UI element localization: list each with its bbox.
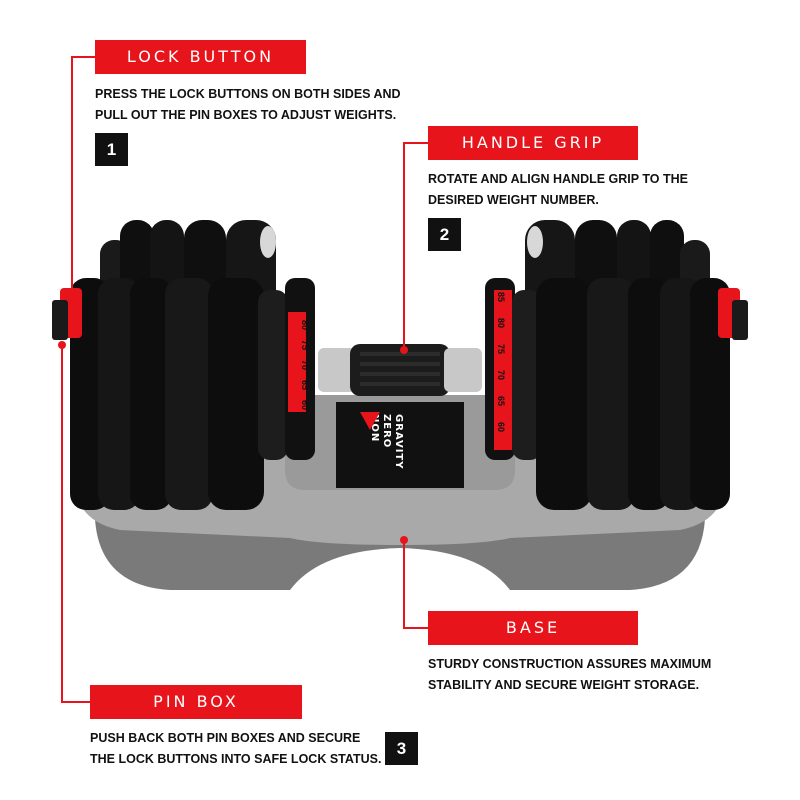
dial-left-3: 70 [300, 360, 310, 370]
base-line [403, 540, 428, 629]
pin-box-label: PIN BOX [90, 685, 302, 719]
dial-left-2: 75 [300, 340, 310, 350]
handle-collar-left [318, 348, 356, 392]
base-description: STURDY CONSTRUCTION ASSURES MAXIMUM STAB… [428, 654, 768, 696]
pin-box-desc-line-2: THE LOCK BUTTONS INTO SAFE LOCK STATUS. [90, 752, 382, 766]
left-dial-numbers [288, 312, 306, 412]
handle-collar-right [444, 348, 482, 392]
base-desc-line-2: STABILITY AND SECURE WEIGHT STORAGE. [428, 678, 700, 692]
dial-left-5: 60 [300, 400, 310, 410]
brand-panel [336, 402, 464, 488]
handle-grip-line [403, 142, 428, 350]
base-desc-line-1: STURDY CONSTRUCTION ASSURES MAXIMUM [428, 657, 712, 671]
handle-grip-dot [400, 346, 408, 354]
dial-right-2: 80 [496, 318, 506, 328]
handle-grip-desc-line-2: DESIRED WEIGHT NUMBER. [428, 193, 599, 207]
dial-right-3: 75 [496, 344, 506, 354]
right-front-plates [512, 278, 730, 510]
handle-grip-desc-line-1: ROTATE AND ALIGN HANDLE GRIP TO THE [428, 172, 688, 186]
grip-texture [360, 352, 440, 386]
dial-left-4: 65 [300, 380, 310, 390]
dial-right-5: 65 [496, 396, 506, 406]
dial-right-6: 60 [496, 422, 506, 432]
base-label: BASE [428, 611, 638, 645]
brand-line-3: GRAVITY [393, 414, 404, 470]
lock-button-line [71, 56, 95, 298]
brand-mark [360, 412, 380, 430]
brand-line-2: ZERO [381, 414, 392, 448]
dial-right-4: 70 [496, 370, 506, 380]
lock-button-desc-line-2: PULL OUT THE PIN BOXES TO ADJUST WEIGHTS… [95, 108, 397, 122]
step-number-3: 3 [385, 732, 418, 765]
pin-box-desc-line-1: PUSH BACK BOTH PIN BOXES AND SECURE [90, 731, 361, 745]
pin-box-description: PUSH BACK BOTH PIN BOXES AND SECURE THE … [90, 728, 390, 770]
brand-line-1: NON [369, 414, 380, 442]
lock-button-label: LOCK BUTTON [95, 40, 306, 74]
lock-button-description: PRESS THE LOCK BUTTONS ON BOTH SIDES AND… [95, 84, 425, 126]
lock-button-desc-line-1: PRESS THE LOCK BUTTONS ON BOTH SIDES AND [95, 87, 401, 101]
dial-right-1: 85 [496, 292, 506, 302]
handle-grip-description: ROTATE AND ALIGN HANDLE GRIP TO THE DESI… [428, 169, 728, 211]
brand-logo: NON ZERO GRAVITY [369, 414, 404, 470]
step-number-2: 2 [428, 218, 461, 251]
step-number-1: 1 [95, 133, 128, 166]
lock-button-dot [68, 294, 76, 302]
handle-grip-label: HANDLE GRIP [428, 126, 638, 160]
base-dot [400, 536, 408, 544]
dial-left-1: 80 [300, 320, 310, 330]
pin-box-dot [58, 341, 66, 349]
pin-box-line [61, 345, 90, 703]
